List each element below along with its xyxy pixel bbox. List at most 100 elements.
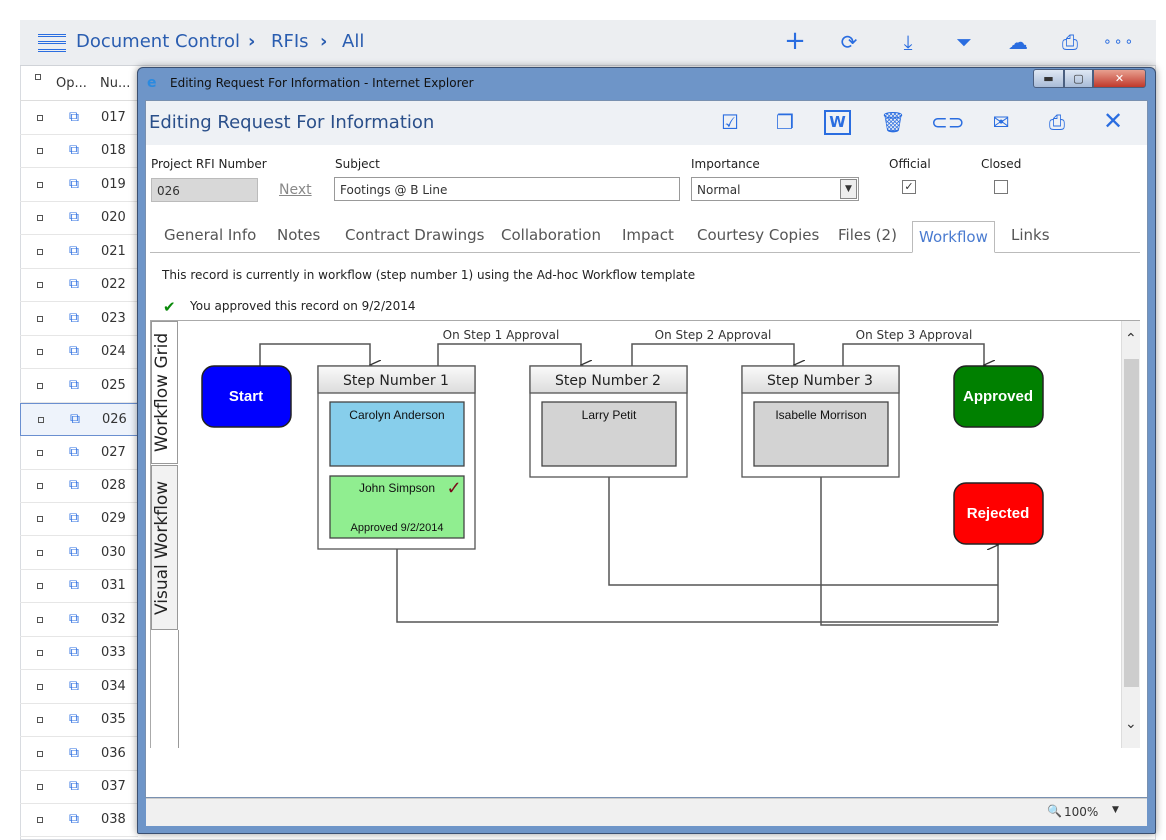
row-checkbox[interactable] — [37, 181, 43, 188]
open-external-icon[interactable]: ⧉ — [69, 644, 79, 661]
official-checkbox[interactable]: ✓ — [902, 180, 916, 194]
table-row[interactable]: ⧉028 — [20, 470, 138, 503]
open-external-icon[interactable]: ⧉ — [69, 610, 79, 627]
subject-input[interactable]: Footings @ B Line — [334, 177, 680, 201]
row-checkbox[interactable] — [37, 449, 43, 456]
row-checkbox[interactable] — [37, 549, 43, 556]
row-checkbox[interactable] — [38, 417, 44, 424]
row-checkbox[interactable] — [37, 482, 43, 489]
open-external-icon[interactable]: ⧉ — [69, 142, 79, 159]
close-icon[interactable]: ✕ — [1102, 107, 1124, 135]
refresh-icon[interactable]: ⟳ — [840, 30, 858, 54]
copy-icon[interactable]: ❐ — [776, 110, 794, 134]
table-row[interactable]: ⧉024 — [20, 336, 138, 370]
tab-contract-drawings[interactable]: Contract Drawings — [345, 226, 485, 244]
table-row[interactable]: ⧉027 — [20, 437, 138, 470]
tab-workflow[interactable]: Workflow — [912, 221, 995, 253]
step-2[interactable]: Step Number 2 Larry Petit — [529, 365, 688, 478]
open-external-icon[interactable]: ⧉ — [69, 276, 79, 293]
step-3[interactable]: Step Number 3 Isabelle Morrison — [741, 365, 900, 478]
rfi-number-field[interactable]: 026 — [151, 178, 258, 202]
table-row[interactable]: ⧉029 — [20, 503, 138, 537]
table-row[interactable]: ⧉021 — [20, 236, 138, 269]
scrollbar-thumb[interactable] — [1124, 359, 1139, 687]
open-external-icon[interactable]: ⧉ — [69, 343, 79, 360]
open-external-icon[interactable]: ⧉ — [69, 543, 79, 560]
open-external-icon[interactable]: ⧉ — [69, 744, 79, 761]
table-row[interactable]: ⧉017 — [20, 102, 138, 135]
delete-icon[interactable]: 🗑 — [880, 110, 906, 134]
vertical-scrollbar[interactable]: ⌃ ⌄ — [1121, 321, 1140, 748]
maximize-button[interactable]: ▢ — [1064, 69, 1093, 88]
table-row[interactable]: ⧉020 — [20, 202, 138, 236]
row-checkbox[interactable] — [37, 650, 43, 657]
row-checkbox[interactable] — [37, 315, 43, 322]
filter-icon[interactable]: ⏷ — [956, 30, 972, 54]
row-checkbox[interactable] — [37, 583, 43, 590]
step-1[interactable]: Step Number 1 Carolyn Anderson John Simp… — [317, 365, 476, 550]
table-row[interactable]: ⧉019 — [20, 169, 138, 202]
print-icon[interactable]: ⎙ — [1062, 30, 1078, 54]
link-icon[interactable]: ⊂⊃ — [931, 110, 965, 134]
rejected-node[interactable]: Rejected — [953, 482, 1044, 545]
open-external-icon[interactable]: ⧉ — [69, 811, 79, 828]
table-row[interactable]: ⧉038 — [20, 804, 138, 838]
tab-files-2[interactable]: Files (2) — [838, 226, 897, 244]
table-row[interactable]: ⧉025 — [20, 370, 138, 403]
importance-select[interactable]: Normal — [691, 177, 859, 201]
zoom-level[interactable]: 100% — [1064, 805, 1099, 819]
row-checkbox[interactable] — [37, 683, 43, 690]
start-node[interactable]: Start — [201, 365, 292, 428]
open-external-icon[interactable]: ⧉ — [69, 778, 79, 794]
closed-checkbox[interactable] — [994, 180, 1008, 194]
row-checkbox[interactable] — [37, 717, 43, 724]
tab-courtesy-copies[interactable]: Courtesy Copies — [697, 226, 820, 244]
row-checkbox[interactable] — [37, 817, 43, 824]
row-checkbox[interactable] — [37, 750, 43, 757]
chevron-down-icon[interactable]: ▼ — [840, 179, 857, 199]
table-row[interactable]: ⧉034 — [20, 671, 138, 704]
open-external-icon[interactable]: ⧉ — [69, 376, 79, 393]
scroll-up-icon[interactable]: ⌃ — [1125, 331, 1137, 347]
tab-impact[interactable]: Impact — [622, 226, 674, 244]
table-row[interactable]: ⧉018 — [20, 135, 138, 169]
table-row[interactable]: ⧉023 — [20, 303, 138, 336]
open-external-icon[interactable]: ⧉ — [69, 476, 79, 493]
open-external-icon[interactable]: ⧉ — [69, 677, 79, 694]
add-icon[interactable]: + — [784, 26, 806, 56]
table-row[interactable]: ⧉022 — [20, 269, 138, 303]
row-checkbox[interactable] — [37, 282, 43, 289]
table-row[interactable]: ⧉031 — [20, 570, 138, 604]
approve-icon[interactable]: ☑ — [721, 110, 739, 134]
more-icon[interactable]: ∘∘∘ — [1103, 34, 1136, 50]
row-checkbox[interactable] — [37, 215, 43, 222]
open-external-icon[interactable]: ⧉ — [69, 443, 79, 460]
close-window-button[interactable]: ✕ — [1093, 69, 1146, 88]
tab-collaboration[interactable]: Collaboration — [501, 226, 601, 244]
email-forward-icon[interactable]: ✉ — [992, 110, 1010, 134]
table-row[interactable]: ⧉035 — [20, 704, 138, 738]
row-checkbox[interactable] — [37, 784, 43, 790]
column-open[interactable]: Op... — [56, 76, 87, 91]
select-all-checkbox[interactable] — [35, 74, 41, 80]
open-external-icon[interactable]: ⧉ — [70, 411, 80, 428]
tab-notes[interactable]: Notes — [277, 226, 321, 244]
row-checkbox[interactable] — [37, 349, 43, 356]
row-checkbox[interactable] — [37, 115, 43, 121]
open-external-icon[interactable]: ⧉ — [69, 711, 79, 728]
minimize-button[interactable]: ▬ — [1033, 69, 1064, 88]
column-number[interactable]: Nu... — [100, 76, 131, 91]
row-checkbox[interactable] — [37, 616, 43, 623]
row-checkbox[interactable] — [37, 516, 43, 523]
table-row[interactable]: ⧉032 — [20, 604, 138, 637]
inbox-download-icon[interactable]: ⤓ — [903, 30, 913, 54]
print-icon[interactable]: ⎙ — [1049, 110, 1065, 134]
table-row[interactable]: ⧉036 — [20, 738, 138, 771]
table-row[interactable]: ⧉026 — [20, 403, 138, 437]
table-row[interactable]: ⧉030 — [20, 537, 138, 570]
table-row[interactable]: ⧉033 — [20, 637, 138, 671]
zoom-dropdown-icon[interactable]: ▼ — [1112, 805, 1119, 815]
row-checkbox[interactable] — [37, 382, 43, 389]
row-checkbox[interactable] — [37, 248, 43, 255]
open-external-icon[interactable]: ⧉ — [69, 510, 79, 527]
